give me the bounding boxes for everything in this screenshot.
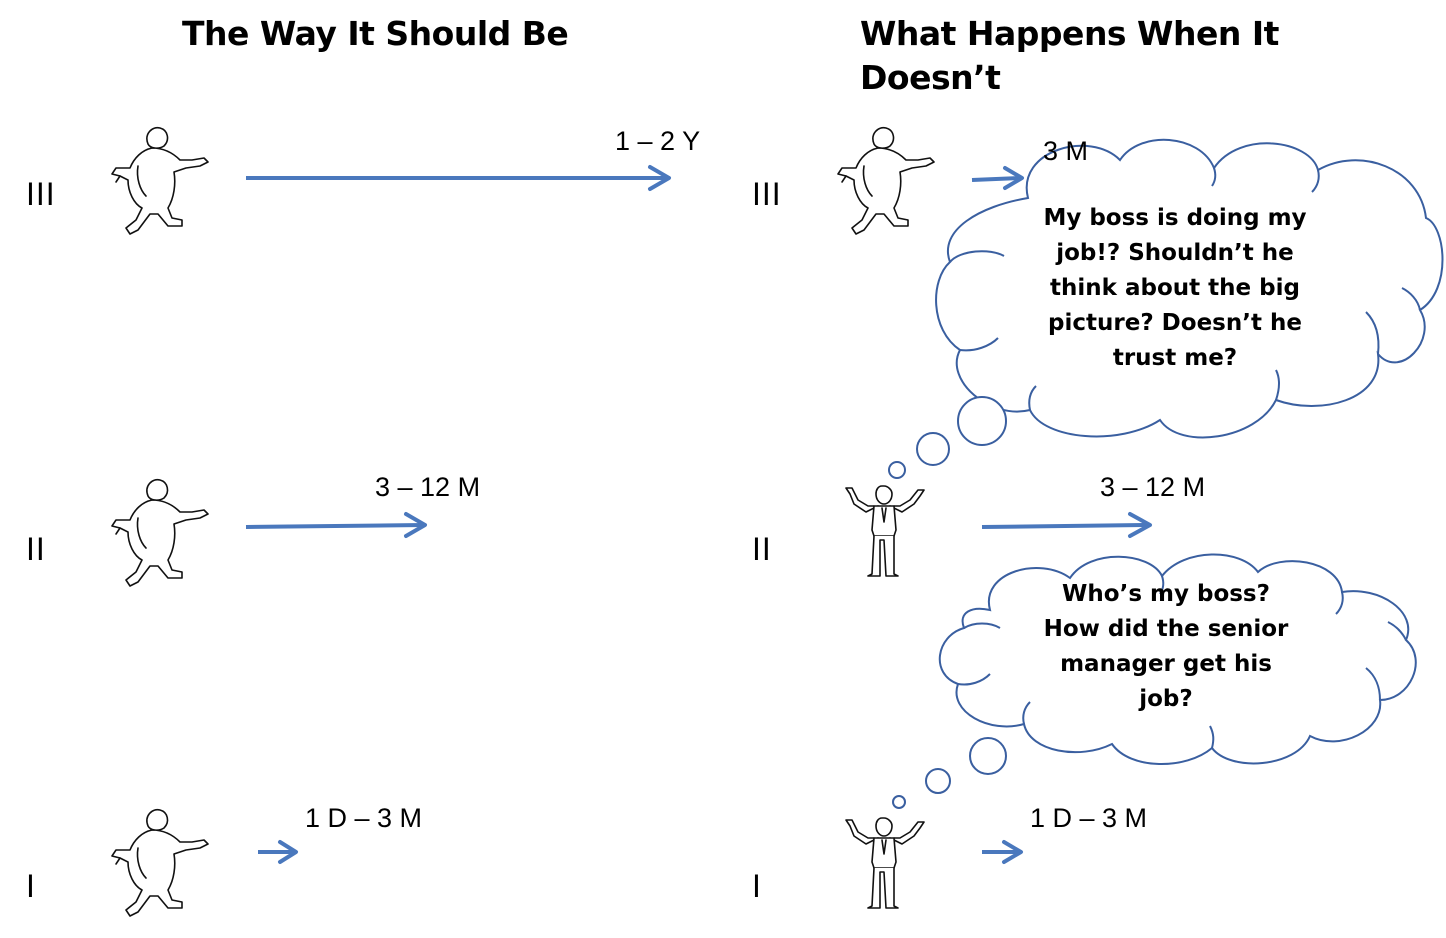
thought-line: How did the senior [1043, 616, 1289, 642]
level-label-3-right: III [752, 176, 782, 212]
running-person-icon [111, 126, 209, 235]
level-label-1-left: I [26, 868, 36, 904]
thought-cloud-bottom [892, 553, 1417, 809]
running-person-icon [111, 478, 209, 587]
duration-label-2-right: 3 – 12 M [1100, 472, 1206, 502]
level-label-2-left: II [26, 531, 46, 567]
arms-raised-person-icon [845, 817, 925, 909]
level-label-2-right: II [752, 531, 772, 567]
duration-label-3-right: 3 M [1043, 136, 1089, 166]
thought-line: manager get his [1060, 651, 1272, 677]
arrow-level-2-right [981, 512, 1152, 538]
thought-line: Who’s my boss? [1062, 581, 1270, 607]
page-title-left: The Way It Should Be [182, 14, 569, 53]
arrow-level-2-left [245, 512, 427, 538]
thought-line: think about the big [1050, 275, 1300, 301]
thought-text-top: My boss is doing my job!? Shouldn’t he t… [1000, 201, 1350, 376]
duration-label-3-left: 1 – 2 Y [615, 126, 701, 156]
duration-label-1-right: 1 D – 3 M [1030, 803, 1148, 833]
running-person-icon [111, 808, 209, 917]
thought-line: picture? Doesn’t he [1048, 310, 1302, 336]
arms-raised-person-icon [845, 485, 925, 577]
page-title-right: What Happens When It Doesn’t [860, 14, 1279, 97]
level-label-1-right: I [752, 868, 762, 904]
arrow-level-1-left [258, 840, 298, 864]
thought-line: trust me? [1112, 345, 1238, 371]
thought-line: job? [1139, 686, 1193, 712]
thought-line: job!? Shouldn’t he [1056, 240, 1294, 266]
arrow-level-1-right [982, 840, 1023, 864]
duration-label-1-left: 1 D – 3 M [305, 803, 423, 833]
thought-text-bottom: Who’s my boss? How did the senior manage… [1000, 577, 1332, 717]
arrow-level-3-left [246, 165, 671, 191]
arrow-level-3-right [971, 166, 1024, 190]
duration-label-2-left: 3 – 12 M [375, 472, 481, 502]
level-label-3-left: III [26, 176, 56, 212]
running-person-icon [837, 126, 935, 235]
thought-line: My boss is doing my [1043, 205, 1307, 231]
thought-cloud-top [888, 138, 1444, 479]
